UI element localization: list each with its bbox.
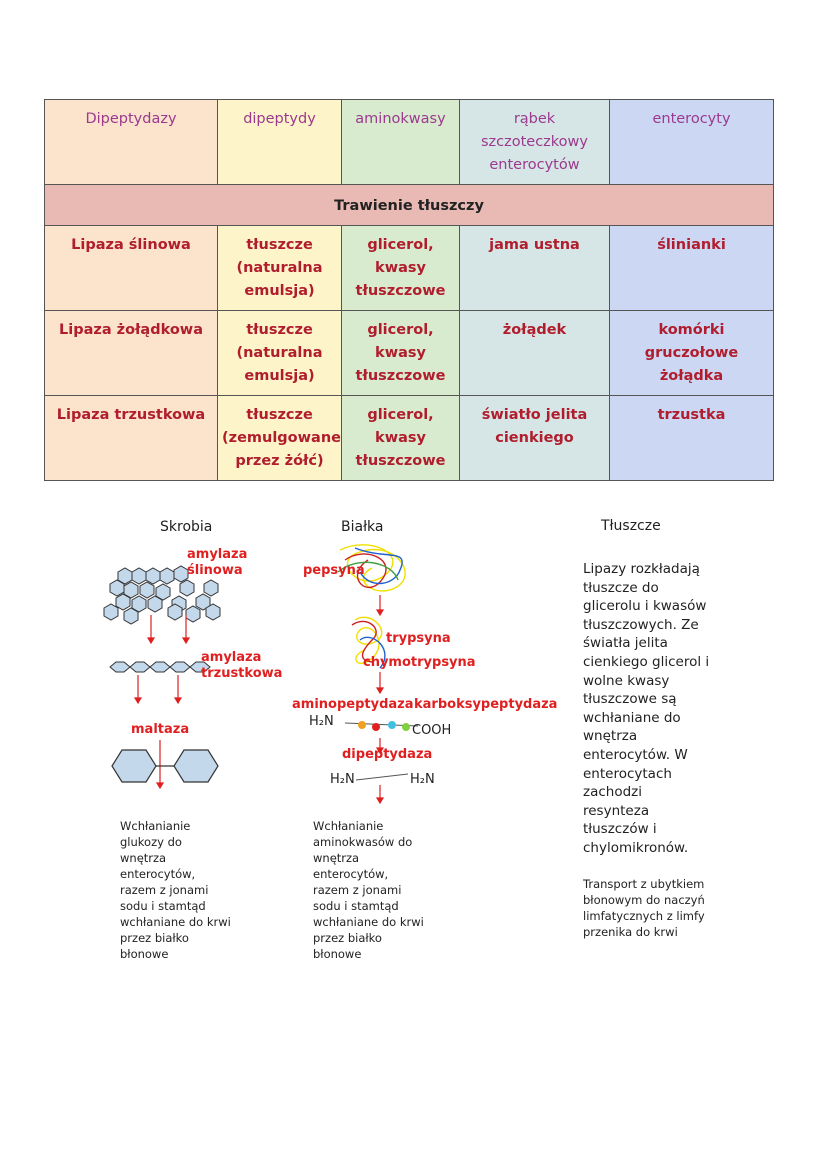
fat-absorption-text: Lipazy rozkładają tłuszcze do glicerolu … (583, 561, 710, 856)
table-cell: trzustka (609, 395, 774, 481)
peptide-chain-icon (344, 721, 419, 781)
amino-group-label: H₂N (330, 772, 355, 787)
table-cell: glicerol, kwasy tłuszczowe (341, 395, 460, 481)
table-cell: Dipeptydazy (44, 99, 218, 185)
proteins-title: Białka (341, 519, 384, 535)
table-cell: komórki gruczołowe żołądka (609, 310, 774, 396)
starch-molecule-icon (103, 565, 221, 625)
starch-title: Skrobia (160, 519, 213, 535)
enzyme-table: Dipeptydazy dipeptydy aminokwasy rąbek s… (44, 99, 774, 481)
table-cell: Lipaza żołądkowa (44, 310, 218, 396)
table-row: Lipaza ślinowa tłuszcze (naturalna emuls… (44, 225, 774, 311)
enzyme-label: pepsyna (303, 563, 365, 578)
enzyme-label: aminopeptydaza (292, 697, 414, 712)
enzyme-label: maltaza (131, 722, 190, 737)
table-cell: enterocyty (609, 99, 774, 185)
glucose-pair-icon (111, 749, 219, 783)
enzyme-label: amylaza trzustkowa (201, 650, 283, 681)
table-row: Lipaza żołądkowa tłuszcze (naturalna emu… (44, 310, 774, 396)
maltose-chain-icon (109, 661, 211, 673)
section-header-row: Trawienie tłuszczy (44, 184, 774, 226)
protein-coil-icon (337, 544, 406, 669)
fat-transport-text: Transport z ubytkiem błonowym do naczyń … (583, 877, 705, 939)
table-cell: tłuszcze (naturalna emulsja) (217, 310, 342, 396)
table-cell: ślinianki (609, 225, 774, 311)
starch-absorption-text: Wchłanianie glukozy do wnętrza enterocyt… (120, 819, 231, 961)
fats-title: Tłuszcze (601, 518, 661, 534)
table-cell: rąbek szczoteczkowy enterocytów (459, 99, 610, 185)
arrow-icon (133, 675, 183, 790)
table-cell: glicerol, kwasy tłuszczowe (341, 310, 460, 396)
amino-group-label: H₂N (309, 714, 334, 729)
table-cell: glicerol, kwasy tłuszczowe (341, 225, 460, 311)
table-cell: tłuszcze (naturalna emulsja) (217, 225, 342, 311)
enzyme-label: amylaza ślinowa (187, 547, 248, 578)
arrow-icon (375, 595, 385, 805)
table-cell: Lipaza ślinowa (44, 225, 218, 311)
table-row: Dipeptydazy dipeptydy aminokwasy rąbek s… (44, 99, 774, 185)
enzyme-label: chymotrypsyna (363, 655, 476, 670)
table-cell: żołądek (459, 310, 610, 396)
section-title: Trawienie tłuszczy (44, 184, 774, 226)
enzyme-label: karboksypeptydaza (414, 697, 558, 712)
protein-absorption-text: Wchłanianie aminokwasów do wnętrza enter… (313, 819, 424, 961)
amino-group-label: H₂N (410, 772, 435, 787)
table-cell: tłuszcze (zemulgowane przez żółć) (217, 395, 342, 481)
table-cell: Lipaza trzustkowa (44, 395, 218, 481)
table-cell: światło jelita cienkiego (459, 395, 610, 481)
enzyme-label: trypsyna (386, 631, 451, 646)
carboxyl-group-label: COOH (412, 723, 452, 738)
enzyme-label: dipeptydaza (342, 747, 433, 762)
arrow-icon (146, 615, 191, 645)
table-row: Lipaza trzustkowa tłuszcze (zemulgowane … (44, 395, 774, 481)
table-cell: jama ustna (459, 225, 610, 311)
